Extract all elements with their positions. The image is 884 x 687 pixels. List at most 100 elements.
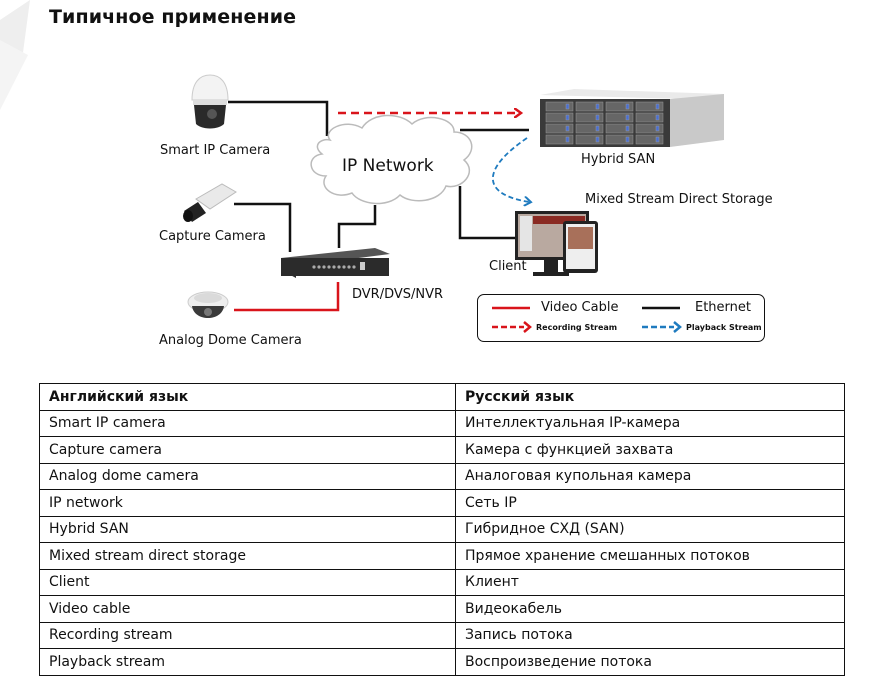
legend-item-video-cable: Video Cable — [492, 300, 618, 315]
drive-bay — [575, 134, 604, 145]
node-label-mixed-stream: Mixed Stream Direct Storage — [585, 192, 773, 207]
drive-bay — [605, 112, 634, 123]
ptz-dome-camera-icon — [191, 74, 229, 129]
drive-led — [565, 136, 570, 143]
node-label-dvr: DVR/DVS/NVR — [352, 287, 444, 302]
ethernet-smart-camera-to-network — [228, 100, 329, 136]
drive-led — [655, 114, 660, 121]
drive-led — [625, 125, 630, 132]
storage-server-icon — [540, 89, 724, 147]
drive-bay — [575, 101, 604, 112]
cell-russian: Аналоговая купольная камера — [455, 462, 845, 490]
drive-led — [595, 125, 600, 132]
background-decoration — [0, 0, 30, 110]
box-camera-icon — [183, 183, 237, 222]
dvr-recorder-icon — [281, 248, 390, 278]
video-cable-analog-to-dvr — [234, 282, 340, 312]
ethernet-lines — [228, 100, 529, 252]
legend-label-recording-stream: Recording Stream — [536, 322, 618, 332]
legend-item-playback-stream: Playback Stream — [642, 321, 762, 333]
monitor-tablet-icon — [515, 211, 598, 276]
drive-led — [625, 114, 630, 121]
ethernet-network-to-dvr — [337, 205, 377, 248]
drive-led — [625, 103, 630, 110]
drive-led — [595, 114, 600, 121]
ethernet-capture-camera-to-dvr — [234, 202, 292, 252]
drive-bay — [545, 101, 574, 112]
cell-english: Recording stream — [39, 621, 456, 649]
cell-russian: Воспроизведение потока — [455, 648, 845, 676]
cell-russian: Сеть IP — [455, 489, 845, 517]
node-label-analog-dome-camera: Analog Dome Camera — [159, 333, 302, 348]
cell-english: Capture camera — [39, 436, 456, 464]
cell-english: Video cable — [39, 595, 456, 623]
drive-bay — [575, 112, 604, 123]
drive-led — [595, 103, 600, 110]
video-cable-swatch — [492, 306, 530, 309]
legend-item-ethernet: Ethernet — [642, 300, 751, 315]
ethernet-swatch — [642, 306, 680, 309]
terms-table: Английский язык Русский язык Smart IP ca… — [39, 383, 845, 676]
dome-camera-icon — [187, 291, 229, 318]
drive-led — [565, 103, 570, 110]
playback-stream-swatch — [642, 321, 682, 333]
drive-led — [595, 136, 600, 143]
drive-bay — [545, 134, 574, 145]
legend-label-video-cable: Video Cable — [541, 300, 619, 315]
drive-bay — [635, 101, 664, 112]
drive-bay — [545, 112, 574, 123]
legend-label-playback-stream: Playback Stream — [686, 322, 762, 332]
ethernet-network-to-client — [458, 186, 516, 240]
ip-network-cloud — [310, 114, 473, 205]
cell-russian: Клиент — [455, 568, 845, 596]
drive-led — [655, 136, 660, 143]
node-label-client: Client — [489, 259, 527, 274]
header-russian: Русский язык — [455, 383, 845, 411]
drive-led — [565, 125, 570, 132]
drive-led — [655, 103, 660, 110]
cell-english: Client — [39, 568, 456, 596]
cell-english: IP network — [39, 489, 456, 517]
drive-bay — [635, 123, 664, 134]
cell-english: Hybrid SAN — [39, 515, 456, 543]
drive-led — [655, 125, 660, 132]
drive-bay — [605, 134, 634, 145]
drive-led — [565, 114, 570, 121]
cell-russian: Гибридное СХД (SAN) — [455, 515, 845, 543]
node-label-smart-ip-camera: Smart IP Camera — [160, 143, 271, 158]
cloud-label-ip-network: IP Network — [342, 156, 434, 176]
diagram-legend: Video Cable Ethernet Recording Stream Pl… — [477, 294, 765, 342]
header-english: Английский язык — [39, 383, 456, 411]
node-label-capture-camera: Capture Camera — [159, 229, 266, 244]
page-title: Типичное применение — [49, 6, 297, 28]
node-label-hybrid-san: Hybrid SAN — [581, 152, 656, 167]
cell-russian: Интеллектуальная IP-камера — [455, 409, 845, 437]
drive-bay — [635, 134, 664, 145]
cell-russian: Видеокабель — [455, 595, 845, 623]
cell-english: Analog dome camera — [39, 462, 456, 490]
drive-bay — [545, 123, 574, 134]
drive-bay — [635, 112, 664, 123]
drive-bay — [575, 123, 604, 134]
cell-english: Playback stream — [39, 648, 456, 676]
drive-bay — [605, 123, 634, 134]
cell-russian: Прямое хранение смешанных потоков — [455, 542, 845, 570]
recording-stream-swatch — [492, 321, 532, 333]
cell-russian: Камера с функцией захвата — [455, 436, 845, 464]
table-header-row: Английский язык Русский язык — [39, 383, 845, 411]
cell-russian: Запись потока — [455, 621, 845, 649]
legend-item-recording-stream: Recording Stream — [492, 321, 617, 333]
cell-english: Smart IP camera — [39, 409, 456, 437]
playback-stream-arrow — [491, 137, 530, 202]
network-diagram — [183, 74, 724, 318]
